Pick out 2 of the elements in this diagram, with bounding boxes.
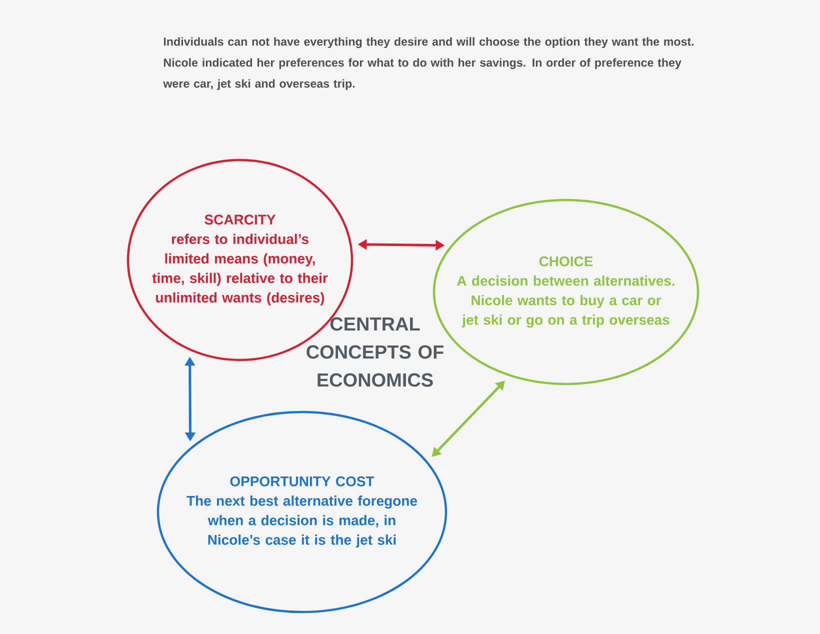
center-heading: CENTRAL CONCEPTS OF ECONOMICS: [306, 317, 444, 387]
intro-text: Individuals can not have everything they desire and will choose the option they want the most. Nicole indicated her preferences for what to do with her savings. In order of preference they were car, jet ski and overseas trip.: [163, 37, 694, 90]
